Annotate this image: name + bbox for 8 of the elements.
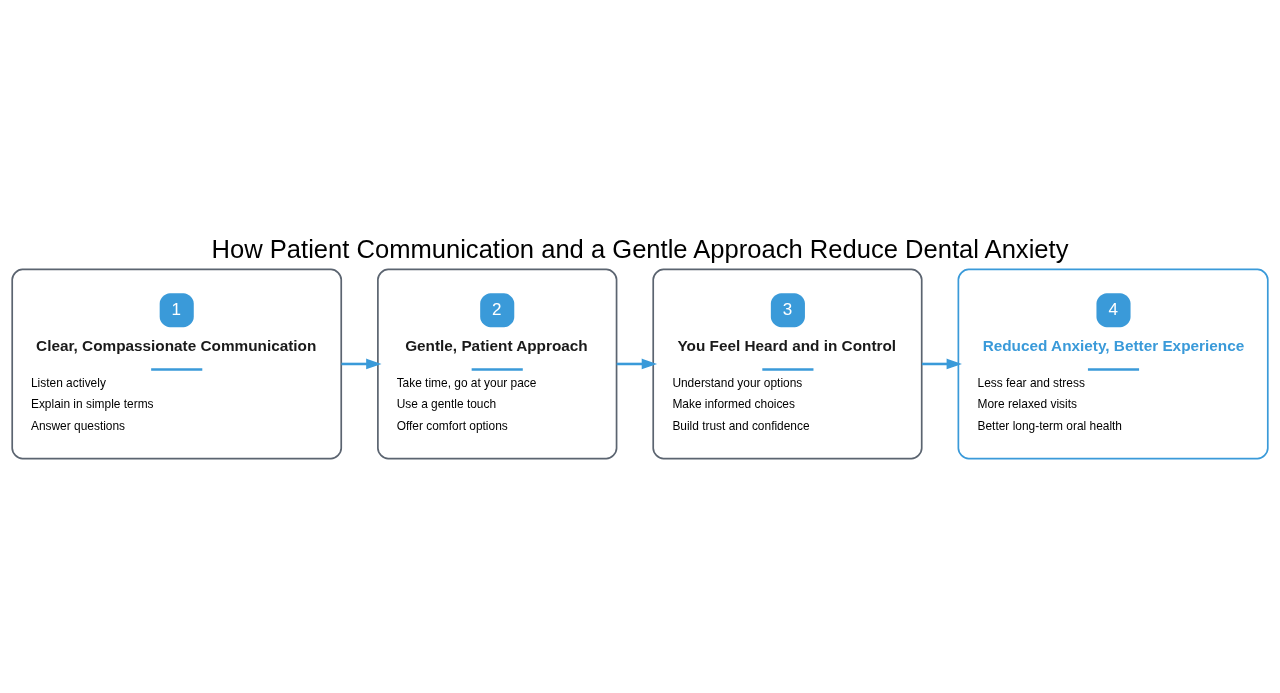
node-box: 4 Reduced Anxiety, Better Experience Less fear and stress More relaxed visits Better long-term oral health: [957, 268, 1269, 460]
arrow: [341, 358, 382, 370]
diagram-title: How Patient Communication and a Gentle Approach Reduce Dental Anxiety: [211, 235, 1069, 264]
node-box: 3 You Feel Heard and in Control Understand your options Make informed choices Build trust and confidence: [652, 268, 923, 460]
arrow: [921, 358, 962, 370]
arrow: [616, 358, 658, 370]
node-box: 2 Gentle, Patient Approach Take time, go at your pace Use a gentle touch Offer comfort options: [377, 268, 618, 460]
node-box: 1 Clear, Compassionate Communication Listen actively Explain in simple terms Answer questions: [11, 268, 343, 460]
